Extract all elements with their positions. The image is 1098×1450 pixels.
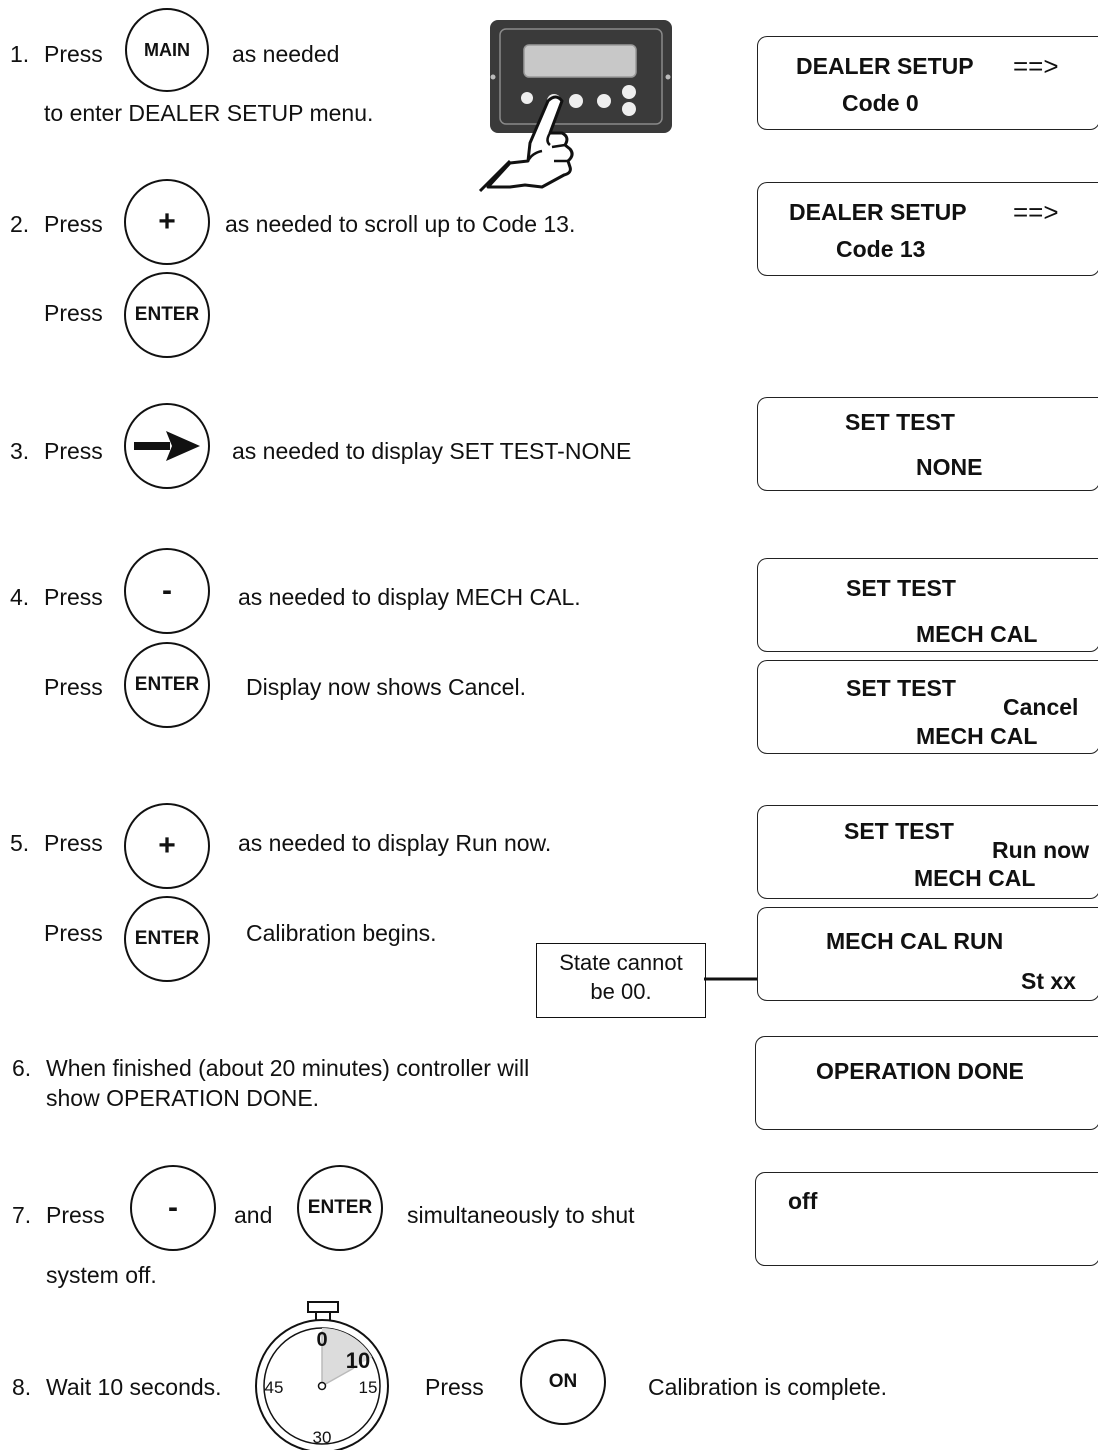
display-line-1: off: [788, 1188, 818, 1214]
timer-ten-label: 10: [346, 1348, 370, 1373]
press-label: Press: [44, 830, 103, 856]
controller-press-icon: [478, 20, 672, 193]
step-text: Calibration begins.: [246, 920, 437, 946]
right-arrow-button[interactable]: [124, 403, 210, 489]
press-label: Press: [46, 1202, 105, 1228]
step-text-line2: to enter DEALER SETUP menu.: [44, 100, 374, 126]
main-button[interactable]: MAIN: [125, 8, 209, 92]
step-number: 3.: [10, 438, 30, 464]
step-text: Wait 10 seconds.: [46, 1374, 222, 1400]
display-line-2: MECH CAL: [914, 865, 1036, 891]
display-arrow: ==>: [1013, 197, 1059, 227]
note-line-2: be 00.: [590, 979, 652, 1004]
stopwatch-icon: 0 10 15 30 45: [255, 1301, 389, 1450]
step-number: 1.: [10, 41, 30, 67]
note-line-1: State cannot: [559, 950, 683, 975]
press-label: Press: [44, 300, 103, 326]
timer-thirty-label: 30: [313, 1428, 332, 1447]
step-text: as needed to display Run now.: [238, 830, 552, 856]
step-text-line2: show OPERATION DONE.: [46, 1085, 320, 1111]
step-text: When finished (about 20 minutes) control…: [46, 1055, 530, 1081]
display-set-test-none: SET TEST NONE: [757, 397, 1098, 491]
step-number: 6.: [12, 1055, 32, 1081]
step-text-line2: system off.: [46, 1262, 157, 1288]
minus-button[interactable]: -: [130, 1165, 216, 1251]
press-label: Press: [44, 920, 103, 946]
step-text: as needed to display SET TEST-NONE: [232, 438, 632, 464]
display-mech-cal-run: MECH CAL RUN St xx: [757, 907, 1098, 1001]
enter-button[interactable]: ENTER: [297, 1165, 383, 1251]
display-line-2: Code 13: [836, 236, 926, 262]
step-text: Calibration is complete.: [648, 1374, 888, 1400]
and-label: and: [234, 1202, 273, 1228]
display-line-2: MECH CAL: [916, 723, 1038, 749]
display-arrow: ==>: [1013, 51, 1059, 81]
display-line-2: NONE: [916, 454, 983, 480]
press-label: Press: [44, 438, 103, 464]
display-line-2: Code 0: [842, 90, 919, 116]
step-text: Display now shows Cancel.: [246, 674, 526, 700]
press-label: Press: [44, 211, 103, 237]
step-number: 8.: [12, 1374, 32, 1400]
display-line-1: DEALER SETUP: [789, 199, 967, 225]
display-operation-done: OPERATION DONE: [755, 1036, 1098, 1130]
timer-zero-label: 0: [316, 1329, 327, 1351]
enter-button[interactable]: ENTER: [124, 896, 210, 982]
step-number: 7.: [12, 1202, 32, 1228]
step-text: as needed to scroll up to Code 13.: [225, 211, 576, 237]
on-button[interactable]: ON: [520, 1339, 606, 1425]
display-line-1: OPERATION DONE: [816, 1058, 1024, 1084]
step-number: 2.: [10, 211, 30, 237]
press-label: Press: [425, 1374, 484, 1400]
state-note-box: State cannot be 00.: [536, 943, 706, 1018]
display-off: off: [755, 1172, 1098, 1266]
minus-button[interactable]: -: [124, 548, 210, 634]
step-text: simultaneously to shut: [407, 1202, 635, 1228]
display-set-test-cancel: SET TEST Cancel MECH CAL: [757, 660, 1098, 754]
display-dealer-setup-code-13: DEALER SETUP ==> Code 13: [757, 182, 1098, 276]
display-line-1: MECH CAL RUN: [826, 928, 1004, 954]
display-line-1: SET TEST: [846, 675, 956, 701]
display-line-1: SET TEST: [844, 818, 954, 844]
display-line-1: SET TEST: [845, 409, 955, 435]
display-side-text: Run now: [992, 837, 1090, 863]
display-dealer-setup-code-0: DEALER SETUP ==> Code 0: [757, 36, 1098, 130]
right-arrow-icon: [134, 431, 200, 461]
press-label: Press: [44, 584, 103, 610]
plus-button[interactable]: +: [124, 179, 210, 265]
display-set-test-run-now: SET TEST Run now MECH CAL: [757, 805, 1098, 899]
press-label: Press: [44, 674, 103, 700]
display-line-1: DEALER SETUP: [796, 53, 974, 79]
press-label: Press: [44, 41, 103, 67]
display-line-2: MECH CAL: [916, 621, 1038, 647]
plus-button[interactable]: +: [124, 803, 210, 889]
step-text: as needed to display MECH CAL.: [238, 584, 581, 610]
step-number: 5.: [10, 830, 30, 856]
timer-fortyfive-label: 45: [265, 1378, 284, 1397]
step-text: as needed: [232, 41, 340, 67]
display-side-text: Cancel: [1003, 694, 1079, 720]
timer-fifteen-label: 15: [359, 1378, 378, 1397]
step-number: 4.: [10, 584, 30, 610]
display-set-test-mech-cal: SET TEST MECH CAL: [757, 558, 1098, 652]
display-line-2: St xx: [1021, 968, 1076, 994]
display-line-1: SET TEST: [846, 575, 956, 601]
enter-button[interactable]: ENTER: [124, 272, 210, 358]
enter-button[interactable]: ENTER: [124, 642, 210, 728]
